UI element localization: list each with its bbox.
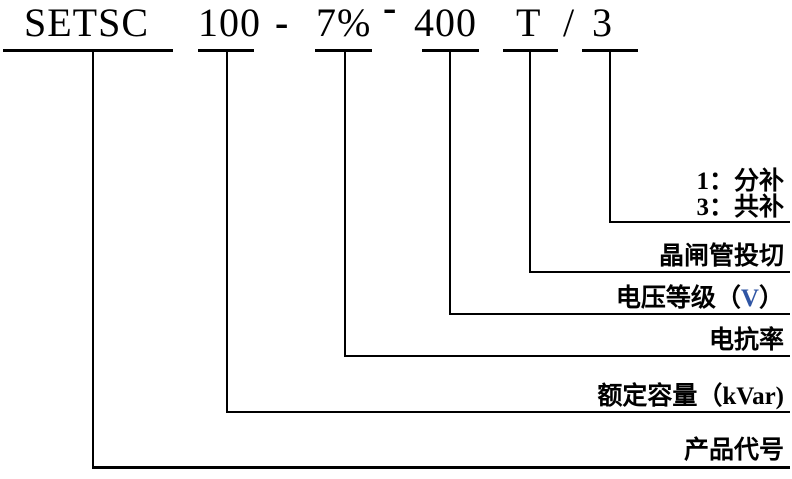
rule-reactance	[344, 355, 790, 357]
rule-switching	[529, 271, 790, 273]
rule-voltage	[449, 313, 790, 315]
rule-product	[92, 466, 790, 469]
underline-product	[3, 49, 173, 52]
label-voltage-suffix: ）	[758, 285, 784, 312]
code-slash: /	[563, 0, 576, 45]
underline-switching	[503, 49, 558, 52]
label-voltage-prefix: 电压等级（	[615, 285, 741, 312]
rule-compensation	[609, 221, 790, 223]
label-capacity-suffix: )	[775, 383, 784, 410]
underline-reactance	[315, 49, 372, 52]
label-reactance-rate: 电抗率	[708, 327, 784, 354]
label-rated-capacity: 额定容量（kVar)	[597, 383, 784, 411]
code-capacity-value: 100	[198, 0, 261, 45]
code-product-prefix: SETSC	[24, 0, 150, 45]
label-compensation-option-1: 1：分补	[696, 168, 784, 195]
code-switching-value: T	[516, 0, 542, 45]
code-dash-2: -	[383, 0, 398, 30]
connector-vertical-product	[92, 52, 94, 468]
label-voltage-level: 电压等级（V）	[616, 285, 784, 313]
label-capacity-prefix: 额定容量（	[597, 383, 723, 410]
rule-capacity	[226, 411, 790, 413]
code-dash-1: -	[275, 0, 290, 45]
label-thyristor-switching: 晶闸管投切	[658, 243, 784, 270]
connector-vertical-compensation	[609, 52, 611, 223]
label-compensation-option-3: 3：共补	[696, 194, 784, 221]
underline-compensation	[582, 49, 638, 52]
connector-vertical-voltage	[449, 52, 451, 315]
connector-vertical-capacity	[226, 52, 228, 413]
connector-vertical-reactance	[344, 52, 346, 357]
underline-capacity	[198, 49, 254, 52]
code-reactance-value: 7%	[316, 0, 372, 45]
underline-voltage	[422, 49, 479, 52]
code-compensation-value: 3	[592, 0, 613, 45]
label-product-code: 产品代号	[683, 437, 784, 464]
label-voltage-unit: V	[740, 285, 759, 312]
label-capacity-unit: kVar	[722, 383, 776, 410]
code-voltage-value: 400	[414, 0, 477, 45]
connector-vertical-switching	[529, 52, 531, 273]
